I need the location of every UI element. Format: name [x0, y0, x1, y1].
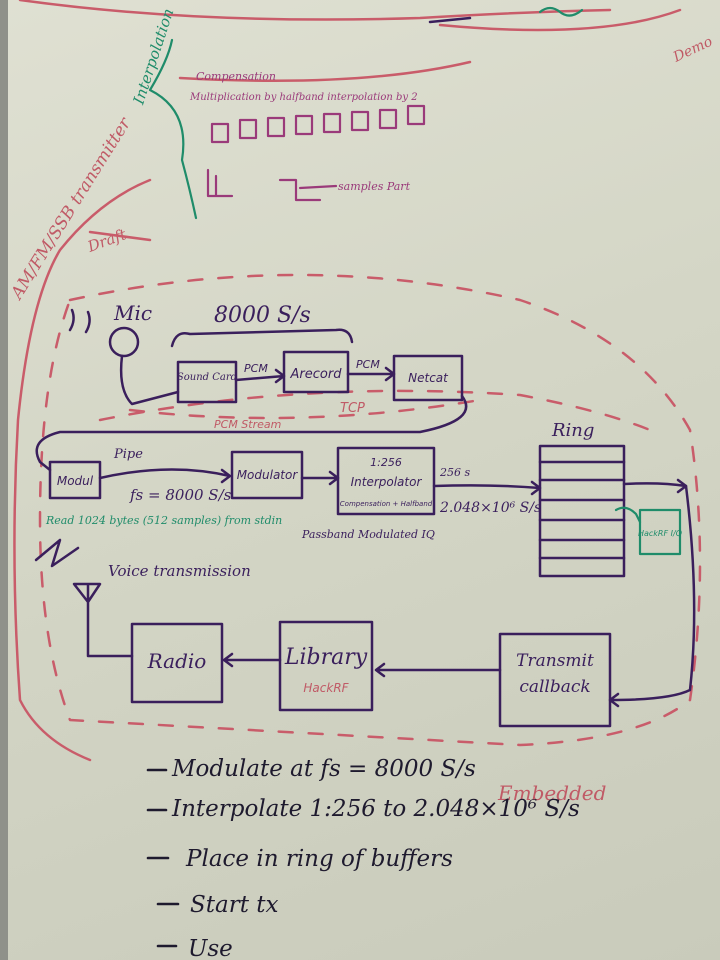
- hackrf-io-label: HackRF I/Q: [638, 529, 682, 538]
- transmit-callback-block: Transmit callback: [498, 632, 612, 728]
- modulator-block: Modulator: [230, 450, 304, 500]
- library-block: Library HackRF: [278, 620, 374, 712]
- notes-list: Modulate at fs = 8000 S/s Interpolate 1:…: [146, 756, 580, 960]
- note-item: Modulate at fs = 8000 S/s: [171, 756, 476, 782]
- interpolator-label: Interpolator: [351, 475, 423, 489]
- arecord-block: Arecord: [282, 350, 350, 394]
- arecord-label: Arecord: [290, 367, 343, 382]
- ring-buffer: Ring: [538, 420, 626, 578]
- radio-block: Radio: [130, 622, 224, 704]
- mic-icon: Mic: [68, 301, 180, 406]
- fs-label: fs = 8000 S/s: [129, 486, 232, 504]
- out-ratio-label: 256 s: [439, 466, 470, 479]
- pcm-label-1: PCM: [244, 362, 268, 375]
- hackrf-io-box: HackRF I/Q: [638, 508, 682, 556]
- note-item: Start tx: [190, 892, 279, 918]
- netcat-label: Netcat: [408, 371, 449, 385]
- tcp-label: TCP: [340, 401, 365, 416]
- mic-label: Mic: [113, 301, 152, 325]
- samples-part-note: samples Part: [338, 180, 411, 193]
- title-scribble: AM/FM/SSB transmitter Draft: [6, 114, 152, 762]
- antenna-icon: [72, 582, 134, 658]
- interpolator-ratio: 1:256: [370, 456, 402, 469]
- modulator-label: Modulator: [237, 468, 299, 482]
- note-item: Interpolate 1:256 to 2.048×10⁶ S/s: [171, 796, 580, 822]
- voice-label: Voice transmission: [108, 562, 251, 580]
- ring-label: Ring: [551, 420, 594, 441]
- sound-card-block: Sound Card: [176, 360, 238, 404]
- pcm-label-2: PCM: [356, 358, 380, 371]
- embedded-boundary: Embedded: [38, 273, 702, 805]
- interpolator-block: 1:256 Interpolator Compensation + Halfba…: [336, 446, 436, 516]
- mod-block: Modul: [48, 460, 102, 500]
- interpolation-sketch: Interpolation Compensation Multiplicatio…: [129, 6, 426, 220]
- mod-block-label: Modul: [57, 474, 94, 488]
- corner-scribble: Demo: [670, 34, 715, 66]
- draft-label: Draft: [84, 225, 129, 256]
- passband-note: Passband Modulated IQ: [301, 528, 435, 541]
- interpolator-sub: Compensation + Halfband: [340, 500, 433, 508]
- sound-card-label: Sound Card: [177, 372, 237, 383]
- transmit-label: Transmit: [516, 651, 594, 671]
- radio-label: Radio: [147, 649, 207, 673]
- rate-top-label: 8000 S/s: [214, 303, 311, 328]
- note-item: Place in ring of buffers: [185, 846, 453, 872]
- pipe-label: Pipe: [113, 447, 143, 462]
- hackrf-label: HackRF: [303, 681, 349, 695]
- pcm-stream-label: PCM Stream: [214, 418, 281, 431]
- out-rate-label: 2.048×10⁶ S/s: [439, 500, 541, 516]
- top-scribbles: Demo: [18, 0, 715, 83]
- embedded-label: Embedded: [497, 781, 606, 805]
- board-edge: [0, 0, 8, 960]
- read-note: Read 1024 bytes (512 samples) from stdin: [45, 514, 282, 527]
- sample-boxes: [210, 104, 426, 144]
- halfband-note: Multiplication by halfband interpolation…: [189, 92, 418, 103]
- callback-label: callback: [519, 677, 590, 697]
- compensation-note: Compensation: [196, 70, 276, 83]
- library-label: Library: [284, 645, 368, 670]
- netcat-block: Netcat: [392, 354, 464, 402]
- note-item: Use: [188, 936, 233, 960]
- page-title: AM/FM/SSB transmitter: [6, 114, 135, 305]
